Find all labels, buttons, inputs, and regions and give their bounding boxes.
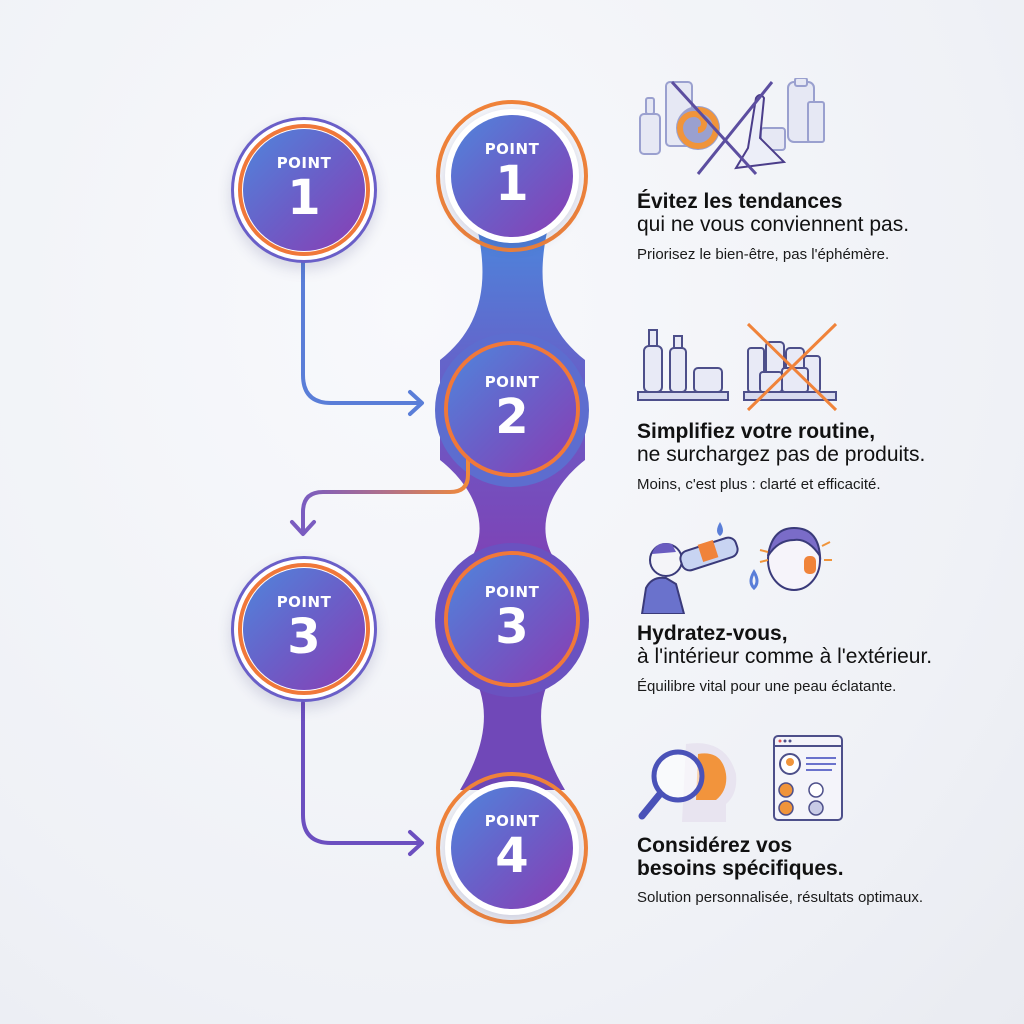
- point-4[interactable]: POINT 4: [451, 787, 573, 909]
- tip-note: Moins, c'est plus : clarté et efficacité…: [637, 476, 881, 493]
- point-3[interactable]: POINT 3: [448, 555, 576, 683]
- tip-subtitle: à l'intérieur comme à l'extérieur.: [637, 645, 933, 668]
- point-label: POINT: [484, 583, 540, 601]
- point-2[interactable]: POINT 2: [448, 345, 576, 473]
- simplify-routine-icon: [637, 322, 838, 412]
- point-label: POINT: [484, 812, 540, 830]
- specific-needs-icon: [638, 735, 843, 822]
- point-number: 4: [495, 828, 529, 884]
- tip-2: Simplifiez votre routine, ne surchargez …: [637, 420, 925, 495]
- tip-note: Solution personnalisée, résultats optima…: [637, 889, 923, 906]
- point-1[interactable]: POINT 1: [451, 115, 573, 237]
- point-1-outer-ring: [436, 100, 588, 252]
- left-point-3-orange-ring: [238, 563, 370, 695]
- tip-title: Évitez les tendances: [637, 190, 843, 213]
- arrow-right-icon: [408, 390, 424, 416]
- tip-subtitle: qui ne vous conviennent pas.: [637, 213, 910, 236]
- left-point-3[interactable]: POINT 3: [243, 568, 365, 690]
- point-label: POINT: [276, 593, 332, 611]
- left-point-1[interactable]: POINT 1: [243, 129, 365, 251]
- tip-subtitle: ne surchargez pas de produits.: [637, 443, 926, 466]
- point-label: POINT: [484, 140, 540, 158]
- tip-title: Simplifiez votre routine,: [637, 420, 876, 443]
- arrow-3: [301, 701, 424, 856]
- point-number: 1: [287, 170, 321, 226]
- tip-4: Considérez vos besoins spécifiques. Solu…: [637, 834, 923, 908]
- tip-1: Évitez les tendances qui ne vous convien…: [637, 190, 909, 265]
- hydration-icon: [640, 522, 832, 614]
- tip-note: Priorisez le bien-être, pas l'éphémère.: [637, 246, 890, 263]
- point-number: 3: [287, 609, 321, 665]
- point-label: POINT: [484, 373, 540, 391]
- point-number: 3: [495, 599, 529, 655]
- left-point-1-orange-ring: [238, 124, 370, 256]
- point-4-outer-ring: [436, 772, 588, 924]
- point-3-orange-ring: [444, 551, 580, 687]
- tip-title: Considérez vos: [637, 834, 793, 857]
- chain-connector: [435, 232, 589, 790]
- arrow-2: [290, 453, 470, 536]
- point-number: 1: [495, 156, 529, 212]
- point-number: 2: [495, 389, 529, 445]
- point-label: POINT: [276, 154, 332, 172]
- arrow-down-icon: [290, 520, 316, 536]
- tip-3: Hydratez-vous, à l'intérieur comme à l'e…: [637, 622, 932, 697]
- avoid-trends-icon: [639, 78, 825, 176]
- arrow-1: [301, 260, 424, 416]
- point-2-orange-ring: [444, 341, 580, 477]
- tip-title-line2: besoins spécifiques.: [637, 857, 844, 880]
- tip-title: Hydratez-vous,: [637, 622, 788, 645]
- tip-note: Équilibre vital pour une peau éclatante.: [637, 678, 897, 695]
- arrow-right-icon: [408, 830, 424, 856]
